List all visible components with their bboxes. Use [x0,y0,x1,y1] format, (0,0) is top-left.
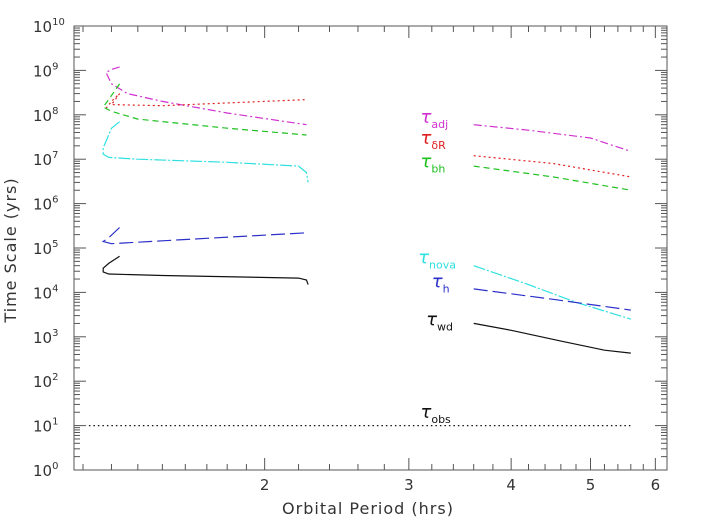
x-tick-label: 2 [260,476,270,494]
series-label: τnova [418,247,456,271]
series-line-h [101,227,631,311]
series-label-symbol: τ [426,309,437,330]
y-tick-exponent: 1 [52,417,58,428]
y-tick-label: 105 [33,239,58,258]
y-tick-exponent: 0 [52,461,58,472]
series-label: τadj [421,107,449,131]
y-axis-label: Time Scale (yrs) [1,177,20,323]
y-tick-base: 10 [33,418,52,436]
series-label-symbol: τ [421,152,432,173]
y-tick-exponent: 6 [52,195,58,206]
y-tick-label: 107 [33,150,58,169]
series-label: τobs [421,402,452,426]
y-tick-label: 108 [33,106,58,125]
y-tick-base: 10 [33,462,52,480]
series-label-subscript: bh [431,163,445,176]
y-tick-base: 10 [33,107,52,125]
y-tick-base: 10 [33,151,52,169]
series-label-subscript: obs [431,413,451,426]
series-line-adj [105,66,631,152]
y-tick-label: 104 [33,283,58,302]
series-line-wd [102,255,631,354]
series-label-symbol: τ [418,247,429,268]
y-tick-base: 10 [33,329,52,347]
y-tick-exponent: 4 [52,283,58,294]
y-tick-exponent: 5 [52,239,58,250]
y-tick-exponent: 10 [52,17,65,28]
y-tick-label: 101 [33,417,58,436]
y-tick-label: 100 [33,461,58,480]
series-label: τbh [421,152,446,176]
series-line-bh [102,83,631,191]
series-line-R [105,93,631,178]
series-label-subscript: nova [429,258,456,271]
y-tick-label: 102 [33,372,58,391]
x-tick-label: 3 [404,476,414,494]
y-tick-base: 10 [33,18,52,36]
y-tick-exponent: 2 [52,372,58,383]
y-tick-base: 10 [33,373,52,391]
series-line-nova [102,121,631,320]
y-tick-exponent: 7 [52,150,58,161]
series-label-subscript: δR [431,139,446,152]
series-label-symbol: τ [421,128,432,149]
x-tick-label: 6 [651,476,661,494]
x-tick-label: 5 [586,476,596,494]
y-tick-exponent: 3 [52,328,58,339]
y-tick-label: 103 [33,328,58,347]
y-tick-label: 106 [33,195,58,214]
series-label-subscript: wd [437,320,453,333]
y-tick-base: 10 [33,62,52,80]
x-axis-label: Orbital Period (hrs) [282,499,454,518]
series-label-symbol: τ [421,107,432,128]
series-label: τh [432,271,450,295]
series-label-subscript: adj [431,118,448,131]
y-tick-base: 10 [33,240,52,258]
series-label-symbol: τ [421,402,432,423]
y-tick-base: 10 [33,196,52,214]
series-label: τwd [426,309,453,333]
y-tick-exponent: 9 [52,61,58,72]
series-label-symbol: τ [432,271,443,292]
plot-frame [73,25,668,471]
y-tick-label: 1010 [33,17,65,36]
series-label-subscript: h [443,282,450,295]
y-tick-base: 10 [33,284,52,302]
y-tick-label: 109 [33,61,58,80]
x-tick-label: 4 [506,476,516,494]
series-label: τδR [421,128,447,152]
y-tick-exponent: 8 [52,106,58,117]
